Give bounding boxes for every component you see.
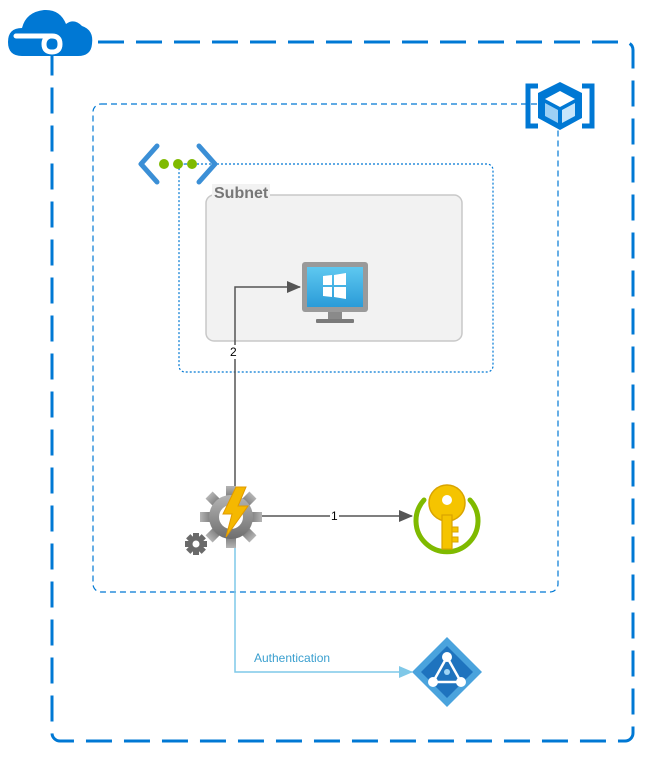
edge-label-1: 1 (330, 509, 339, 523)
edge-label-2: 2 (229, 345, 238, 359)
vnet-boundary (178, 163, 494, 373)
subnet-label: Subnet (212, 184, 271, 204)
virtual-network-icon (138, 143, 218, 185)
function-app-icon (185, 486, 262, 555)
resource-group-cube-icon (525, 82, 595, 130)
edge-label-authentication: Authentication (253, 651, 332, 665)
resource-group-boundary (92, 103, 559, 593)
azure-active-directory-icon (412, 637, 482, 707)
azure-cloud-icon (8, 9, 93, 56)
windows-vm-icon (302, 262, 368, 323)
azure-boundary (50, 40, 635, 743)
edge-function-to-aad (234, 546, 413, 678)
edge-function-to-vm (234, 281, 301, 490)
key-vault-icon (413, 484, 481, 555)
